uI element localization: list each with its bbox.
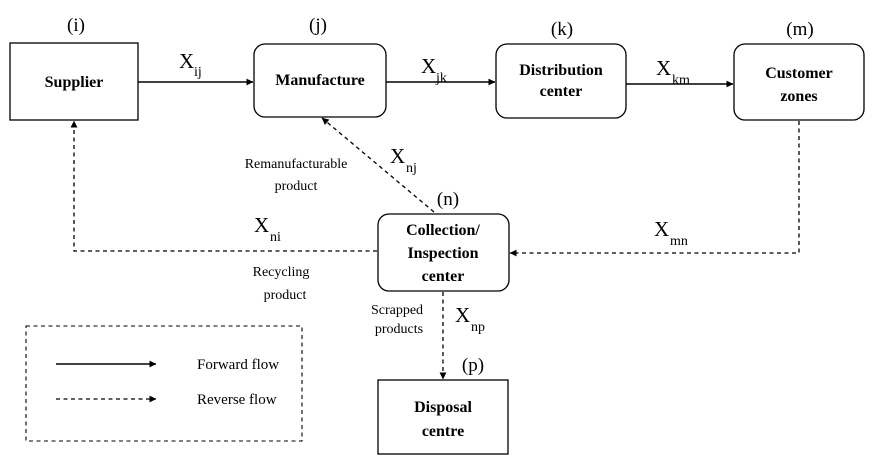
- arrow-customer-to-collection: [509, 121, 800, 257]
- flow-label-x-ij-base: X: [179, 49, 194, 73]
- flow-label-x-mn-sub: mn: [670, 234, 688, 249]
- disposal-label-line-1: Disposal: [414, 399, 472, 416]
- flow-label-x-np-base: X: [455, 303, 470, 327]
- manufacture-tag: (j): [309, 15, 327, 36]
- flow-label-x-nj-base: X: [390, 144, 405, 168]
- note-remanufacturable-line-1: Remanufacturable: [245, 157, 348, 172]
- collection-label-line-3: center: [422, 268, 465, 285]
- flow-label-x-np: X np: [455, 303, 485, 335]
- legend: Forward flow Reverse flow: [25, 325, 303, 442]
- node-supplier: Supplier (i): [9, 15, 139, 121]
- note-recycling-line-2: product: [264, 288, 307, 303]
- flow-label-x-km: X km: [656, 56, 690, 88]
- distribution-label-line-2: center: [540, 83, 583, 100]
- note-scrapped-products: Scrapped products: [371, 303, 423, 337]
- disposal-label-line-2: centre: [422, 423, 464, 440]
- legend-reverse-label: Reverse flow: [197, 392, 277, 408]
- flow-label-x-ni: X ni: [254, 213, 281, 245]
- disposal-tag: (p): [462, 355, 484, 376]
- customer-label-line-1: Customer: [765, 65, 833, 82]
- flow-label-x-nj: X nj: [390, 144, 417, 176]
- collection-label-line-1: Collection/: [406, 222, 480, 239]
- node-customer-zones: Customer zones (m): [733, 19, 865, 121]
- flow-label-x-jk-base: X: [421, 54, 436, 78]
- node-manufacture: Manufacture (j): [253, 15, 387, 118]
- flow-label-x-ni-base: X: [254, 213, 269, 237]
- flow-label-x-ij-sub: ij: [194, 65, 202, 80]
- supplier-label: Supplier: [45, 74, 104, 91]
- customer-tag: (m): [786, 19, 813, 40]
- collection-tag: (n): [437, 189, 459, 210]
- flow-label-x-mn: X mn: [654, 217, 688, 249]
- arrow-collection-to-supplier: [70, 120, 377, 252]
- flow-label-x-jk-sub: jk: [435, 71, 447, 86]
- flow-label-x-nj-sub: nj: [406, 161, 417, 176]
- flow-label-x-ni-sub: ni: [270, 230, 281, 245]
- distribution-label-line-1: Distribution: [519, 62, 603, 79]
- note-remanufacturable-product: Remanufacturable product: [245, 157, 348, 194]
- node-disposal-centre: Disposal centre (p): [377, 355, 509, 455]
- node-collection-inspection-center: Collection/ Inspection center (n): [377, 189, 510, 292]
- note-remanufacturable-line-2: product: [275, 179, 318, 194]
- note-recycling-line-1: Recycling: [253, 265, 310, 280]
- flow-label-x-jk: X jk: [421, 54, 447, 86]
- note-recycling-product: Recycling product: [253, 265, 310, 303]
- supplier-tag: (i): [67, 15, 85, 36]
- flow-label-x-mn-base: X: [654, 217, 669, 241]
- legend-forward-label: Forward flow: [197, 357, 279, 373]
- manufacture-label: Manufacture: [275, 72, 364, 89]
- arrow-collection-to-manufacture: [321, 117, 435, 213]
- note-scrapped-line-1: Scrapped: [371, 303, 423, 318]
- customer-label-line-2: zones: [780, 88, 817, 105]
- flow-label-x-km-sub: km: [672, 73, 690, 88]
- flow-label-x-km-base: X: [656, 56, 671, 80]
- note-scrapped-line-2: products: [375, 322, 423, 337]
- flow-label-x-np-sub: np: [471, 320, 485, 335]
- distribution-tag: (k): [551, 19, 573, 40]
- node-distribution-center: Distribution center (k): [495, 19, 627, 119]
- collection-label-line-2: Inspection: [407, 245, 478, 262]
- legend-border: [25, 325, 303, 442]
- flow-label-x-ij: X ij: [179, 49, 202, 80]
